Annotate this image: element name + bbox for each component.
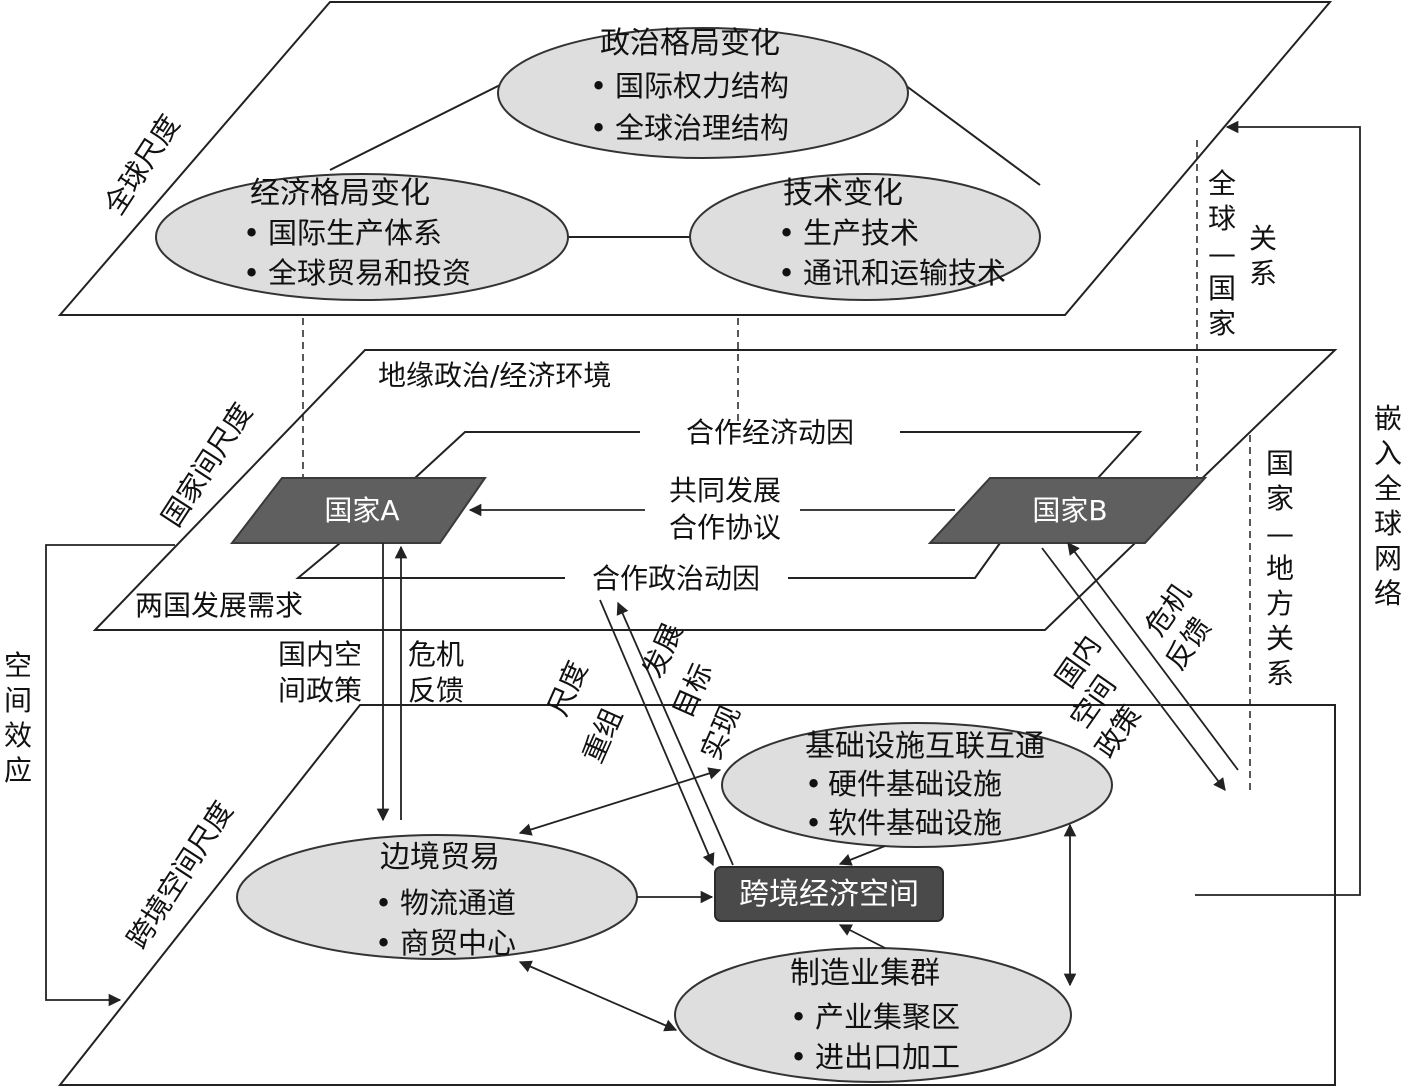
- country-a-label: 国家A: [324, 494, 399, 527]
- international-plane: [92, 349, 1338, 631]
- arrow-goal-realize: [616, 601, 734, 866]
- arrow-infra-center: [838, 845, 886, 866]
- node-item: 硬件基础设施: [828, 767, 1002, 801]
- svg-text:系: 系: [1249, 257, 1277, 290]
- svg-text:网: 网: [1374, 542, 1402, 575]
- node-technology-change: 技术变化 • 生产技术 • 通讯和运输技术: [689, 173, 1041, 301]
- arrow-trade-mfg: [518, 960, 678, 1032]
- bullet-icon: •: [375, 926, 392, 960]
- node-item: 国际生产体系: [268, 216, 442, 250]
- node-item: 全球治理结构: [615, 111, 789, 145]
- node-title: 制造业集群: [790, 956, 940, 991]
- node-item: 物流通道: [400, 886, 516, 920]
- svg-text:—: —: [1208, 237, 1236, 270]
- cooperation-frame-top-right: [900, 431, 1143, 479]
- crisis-feedback-a-1: 危机: [408, 638, 464, 671]
- bullet-icon: •: [590, 69, 607, 103]
- svg-text:入: 入: [1374, 437, 1402, 470]
- svg-text:关: 关: [1266, 622, 1294, 655]
- node-title: 经济格局变化: [250, 176, 430, 211]
- needs-label: 两国发展需求: [135, 589, 303, 622]
- country-a-node: 国家A: [229, 477, 487, 544]
- country-local-relation-label: 国 家 — 地 方 关 系: [1266, 447, 1294, 690]
- embed-global-network-label: 嵌 入 全 球 网 络: [1374, 402, 1402, 610]
- agreement-label-1: 共同发展: [669, 474, 781, 507]
- bullet-icon: •: [778, 256, 795, 290]
- bullet-icon: •: [375, 886, 392, 920]
- domestic-policy-a-2: 间政策: [278, 674, 362, 707]
- node-border-trade: 边境贸易 • 物流通道 • 商贸中心: [236, 834, 638, 960]
- bullet-icon: •: [790, 1040, 807, 1074]
- bullet-icon: •: [778, 216, 795, 250]
- node-item: 生产技术: [803, 216, 919, 250]
- bullet-icon: •: [790, 1000, 807, 1034]
- node-title: 边境贸易: [380, 840, 500, 875]
- svg-text:球: 球: [1208, 202, 1236, 235]
- svg-text:系: 系: [1266, 657, 1294, 690]
- agreement-label-2: 合作协议: [669, 511, 781, 544]
- svg-text:国: 国: [1208, 272, 1236, 305]
- country-b-node: 国家B: [927, 477, 1208, 544]
- svg-text:球: 球: [1374, 507, 1402, 540]
- node-item: 产业集聚区: [815, 1000, 960, 1034]
- cooperation-frame-top: [414, 431, 640, 479]
- node-economic-change: 经济格局变化 • 国际生产体系 • 全球贸易和投资: [155, 173, 569, 301]
- guanxi-label: 关 系: [1249, 222, 1277, 290]
- node-manufacturing: 制造业集群 • 产业集聚区 • 进出口加工: [674, 947, 1072, 1083]
- environment-label: 地缘政治/经济环境: [378, 359, 611, 392]
- svg-text:间: 间: [4, 684, 32, 717]
- node-infrastructure: 基础设施互联互通 • 硬件基础设施 • 软件基础设施: [721, 722, 1113, 848]
- node-item: 全球贸易和投资: [268, 256, 471, 290]
- node-item: 通讯和运输技术: [803, 256, 1006, 290]
- svg-text:家: 家: [1208, 307, 1236, 340]
- spatial-effect-label: 空 间 效 应: [4, 649, 32, 787]
- node-item: 进出口加工: [815, 1040, 960, 1074]
- arrow-mfg-center: [838, 924, 886, 949]
- crisis-feedback-a-2: 反馈: [408, 674, 464, 707]
- arrow-scale-reorg: [599, 599, 715, 867]
- node-title: 技术变化: [783, 176, 903, 211]
- svg-text:全: 全: [1374, 472, 1402, 505]
- node-title: 基础设施互联互通: [805, 729, 1045, 764]
- bullet-icon: •: [243, 216, 260, 250]
- svg-text:地: 地: [1266, 552, 1294, 585]
- svg-text:络: 络: [1374, 577, 1402, 610]
- domestic-policy-a-1: 国内空: [278, 638, 362, 671]
- svg-text:方: 方: [1266, 587, 1294, 620]
- center-label: 跨境经济空间: [739, 877, 919, 912]
- svg-text:嵌: 嵌: [1374, 402, 1402, 435]
- node-political-change: 政治格局变化 • 国际权力结构 • 全球治理结构: [497, 26, 909, 159]
- svg-text:空: 空: [4, 649, 32, 682]
- country-b-label: 国家B: [1032, 494, 1107, 527]
- bullet-icon: •: [805, 806, 822, 840]
- svg-text:国: 国: [1266, 447, 1294, 480]
- svg-text:全: 全: [1208, 167, 1236, 200]
- node-item: 国际权力结构: [615, 69, 789, 103]
- svg-text:应: 应: [4, 754, 32, 787]
- bullet-icon: •: [243, 256, 260, 290]
- arrow-b-up-feedback: [1067, 541, 1239, 771]
- arrow-b-down-policy: [1041, 547, 1226, 792]
- svg-text:家: 家: [1266, 482, 1294, 515]
- node-title: 政治格局变化: [600, 26, 780, 61]
- node-item: 商贸中心: [400, 926, 516, 960]
- node-item: 软件基础设施: [828, 806, 1002, 840]
- link-pol-econ: [329, 84, 501, 171]
- center-crossborder-space: 跨境经济空间: [714, 866, 944, 922]
- svg-text:效: 效: [4, 719, 32, 752]
- link-pol-tech: [904, 84, 1041, 186]
- arrow-spatial-effect: [45, 544, 175, 1007]
- global-country-relation-label: 全 球 — 国 家: [1208, 167, 1236, 340]
- arrow-trade-infra: [518, 767, 722, 836]
- arrow-embed-global: [1195, 120, 1361, 896]
- svg-text:—: —: [1266, 517, 1294, 550]
- bullet-icon: •: [805, 767, 822, 801]
- pol-driver-label: 合作政治动因: [592, 562, 760, 595]
- svg-text:关: 关: [1249, 222, 1277, 255]
- bullet-icon: •: [590, 111, 607, 145]
- cooperation-frame-bottom-left: [295, 542, 565, 579]
- econ-driver-label: 合作经济动因: [686, 416, 854, 449]
- cooperation-frame-bottom-right: [788, 542, 1001, 579]
